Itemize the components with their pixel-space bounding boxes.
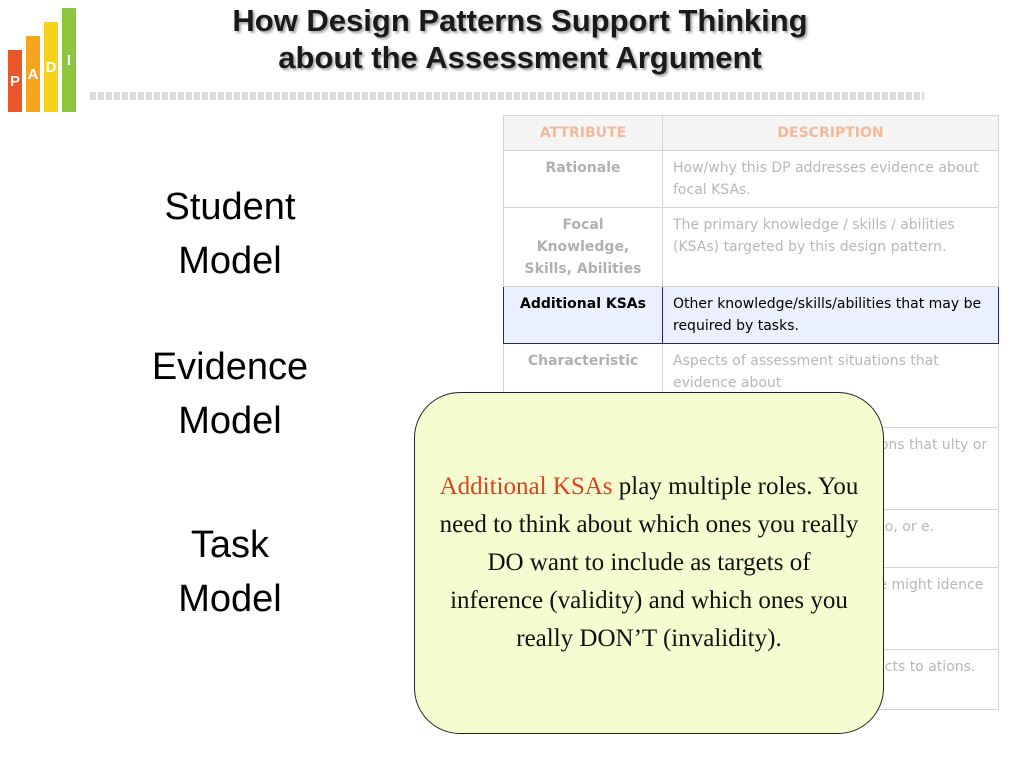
description-cell: The primary knowledge / skills / abiliti… bbox=[662, 207, 999, 287]
student-model-line2: Model bbox=[178, 240, 282, 282]
description-cell: Other knowledge/skills/abilities that ma… bbox=[662, 286, 999, 344]
padi-logo: P A D I bbox=[8, 8, 88, 112]
logo-bar-i: I bbox=[62, 8, 76, 112]
description-column-header: DESCRIPTION bbox=[662, 115, 999, 151]
description-cell: How/why this DP addresses evidence about… bbox=[662, 150, 999, 208]
logo-bar-p: P bbox=[8, 50, 22, 112]
evidence-model-line2: Model bbox=[178, 400, 282, 442]
task-model-line2: Model bbox=[178, 578, 282, 620]
callout-highlight: Additional KSAs bbox=[439, 473, 613, 500]
logo-letter-d: D bbox=[45, 58, 57, 76]
additional-ksas-callout: Additional KSAs play multiple roles. You… bbox=[414, 392, 884, 734]
table-row: Focal Knowledge, Skills, Abilities The p… bbox=[503, 207, 999, 287]
attribute-cell: Additional KSAs bbox=[503, 286, 663, 344]
table-row: Rationale How/why this DP addresses evid… bbox=[503, 150, 999, 208]
logo-letter-p: P bbox=[9, 72, 20, 90]
logo-bar-d: D bbox=[44, 22, 58, 112]
task-model-label: Task Model bbox=[110, 518, 350, 626]
evidence-model-line1: Evidence bbox=[151, 346, 309, 388]
slide-title: How Design Patterns Support Thinking abo… bbox=[140, 2, 900, 76]
logo-letter-i: I bbox=[66, 51, 72, 69]
logo-bar-a: A bbox=[26, 36, 40, 112]
table-row-highlighted: Additional KSAs Other knowledge/skills/a… bbox=[503, 286, 999, 344]
title-divider bbox=[90, 92, 924, 100]
attribute-column-header: ATTRIBUTE bbox=[503, 115, 663, 151]
slide-title-line2: about the Assessment Argument bbox=[278, 40, 762, 75]
callout-text: Additional KSAs play multiple roles. You… bbox=[439, 468, 859, 658]
evidence-model-label: Evidence Model bbox=[110, 340, 350, 448]
logo-letter-a: A bbox=[27, 65, 39, 83]
callout-body: play multiple roles. You need to think a… bbox=[439, 473, 859, 652]
task-model-line1: Task bbox=[190, 524, 270, 566]
attribute-cell: Focal Knowledge, Skills, Abilities bbox=[503, 207, 663, 287]
student-model-line1: Student bbox=[164, 186, 296, 228]
slide-title-line1: How Design Patterns Support Thinking bbox=[232, 3, 808, 38]
student-model-label: Student Model bbox=[110, 180, 350, 288]
table-header-row: ATTRIBUTE DESCRIPTION bbox=[503, 115, 999, 151]
attribute-cell: Rationale bbox=[503, 150, 663, 208]
